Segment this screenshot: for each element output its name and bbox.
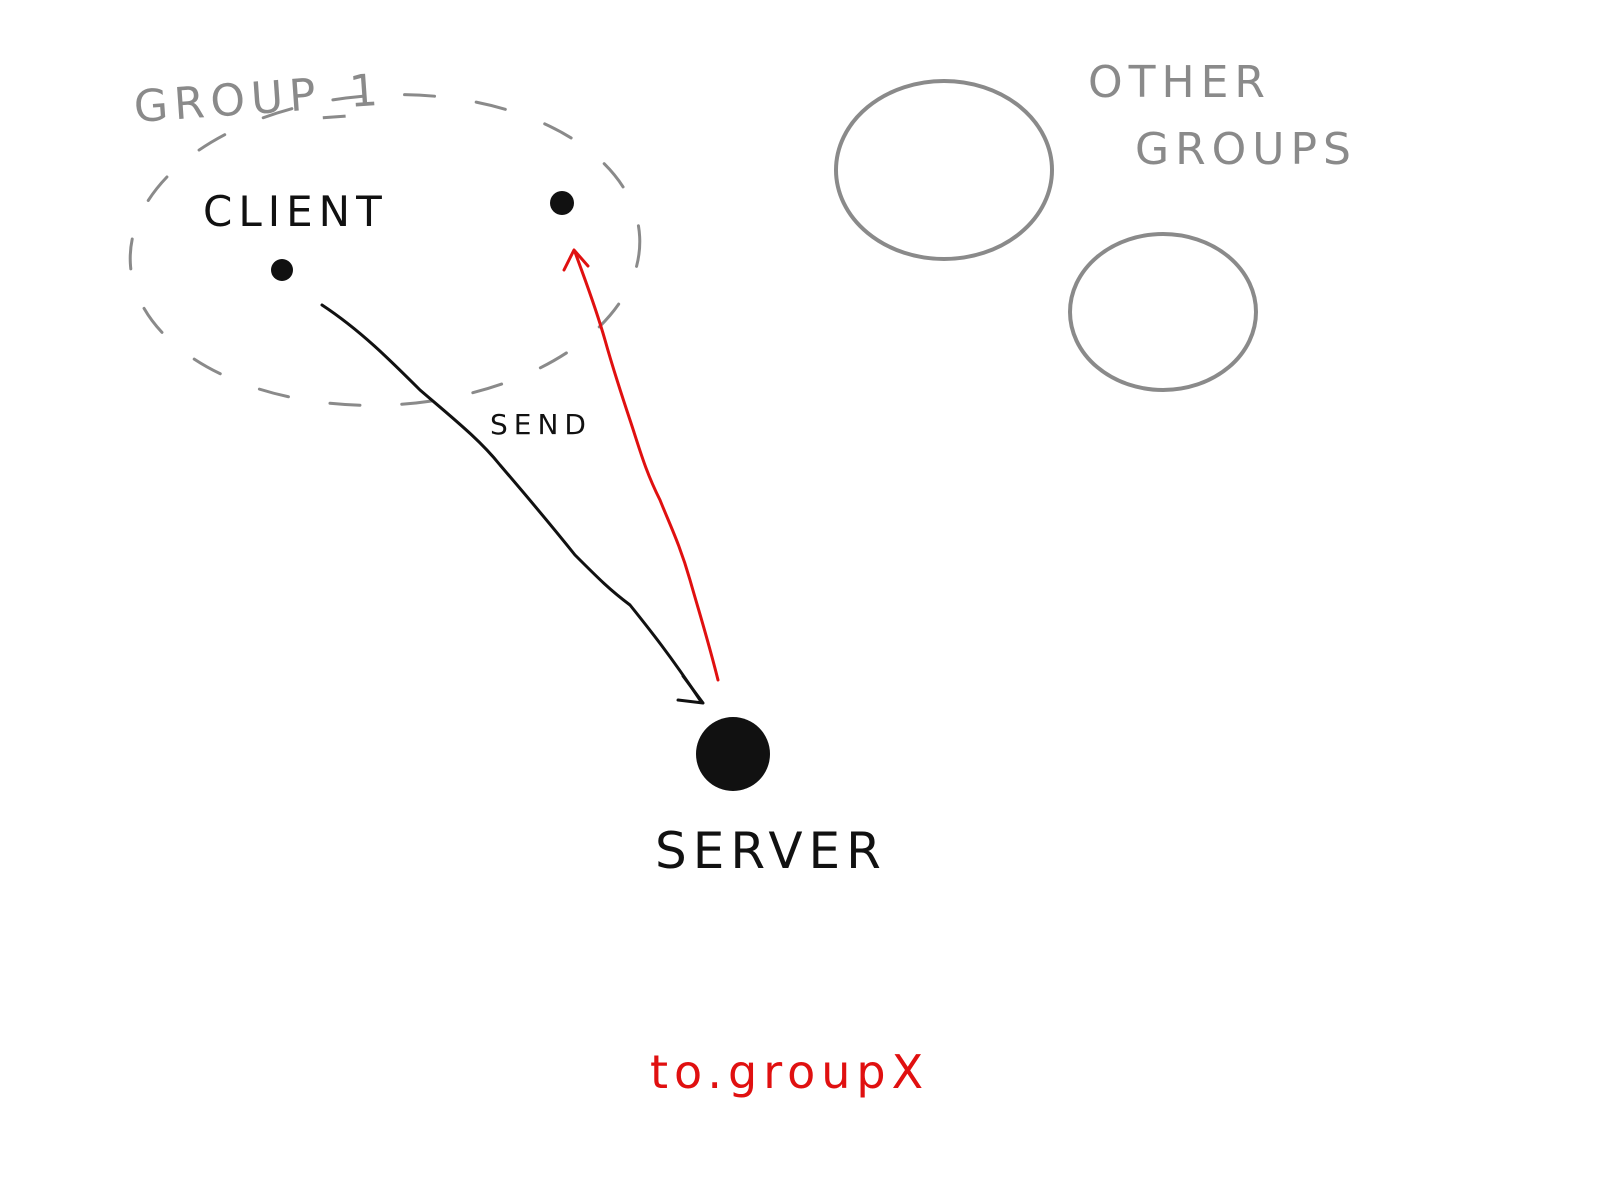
to-group-arrow-line [573,250,720,682]
send-arrow-head [676,674,705,705]
other-group-circle-1 [834,79,1054,261]
send-arrow-line [320,303,702,702]
client-node [271,259,293,281]
client-label: CLIENT [203,187,388,236]
server-label: SERVER [655,822,887,880]
to-group-arrow-head [562,248,590,272]
group-peer-node [550,191,574,215]
group-1-label: GROUP_1 [132,65,385,133]
send-label: SEND [490,408,592,441]
server-node [696,717,770,791]
other-group-circle-2 [1068,232,1258,392]
group-1-boundary [128,93,642,407]
other-groups-label-line2: GROUPS [1135,124,1357,175]
to-group-label: to.groupX [650,1045,929,1099]
other-groups-label-line1: OTHER [1088,57,1271,108]
